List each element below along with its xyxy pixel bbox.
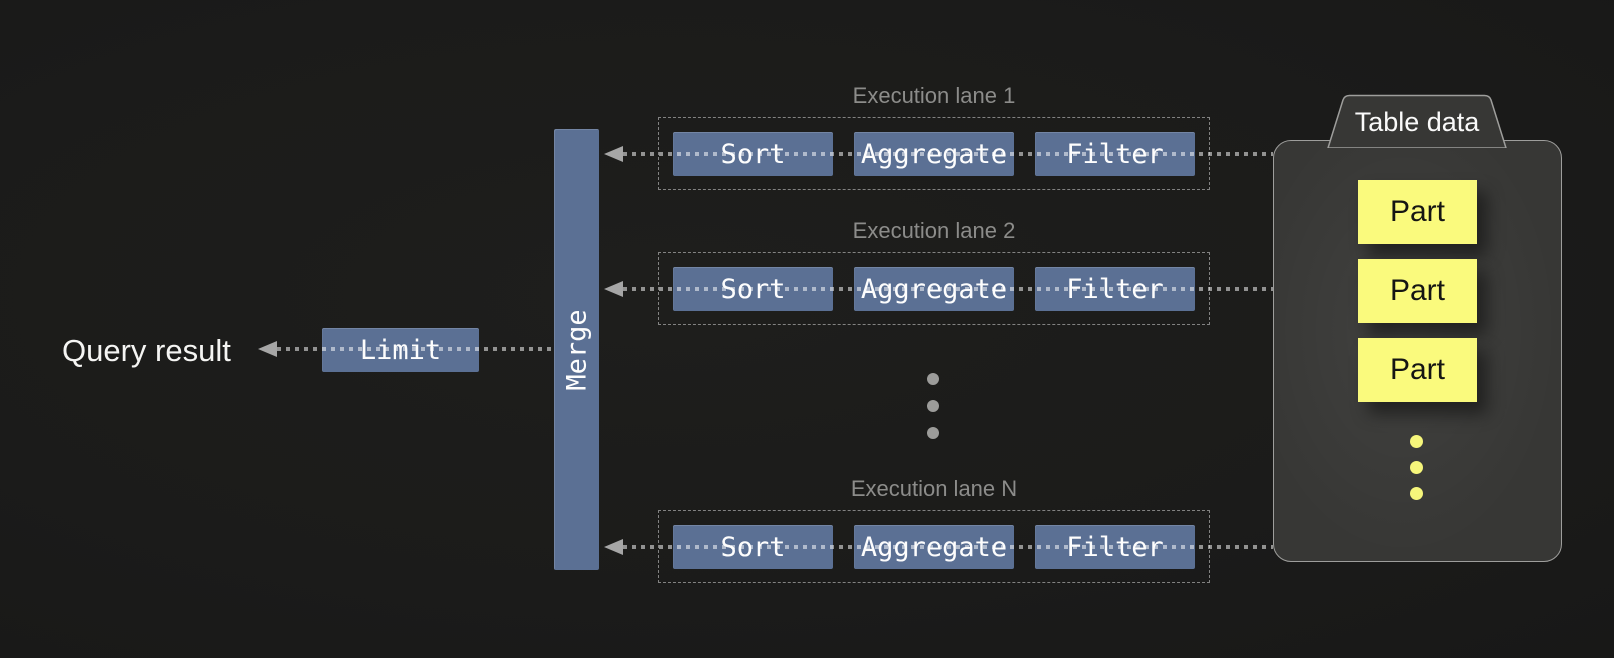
part-block: Part	[1358, 180, 1477, 244]
ellipsis-dot	[927, 427, 939, 439]
part-block: Part	[1358, 259, 1477, 323]
more-parts-ellipsis	[1410, 435, 1423, 513]
ellipsis-dot	[927, 400, 939, 412]
ellipsis-dot	[1410, 487, 1423, 500]
merge-label: Merge	[561, 308, 592, 391]
lane-arrowhead-icon	[604, 539, 623, 555]
lane-title: Execution lane N	[850, 476, 1018, 501]
merge-operator-bar: Merge	[554, 129, 599, 570]
more-lanes-ellipsis	[927, 373, 939, 454]
lane-title: Execution lane 1	[852, 83, 1016, 108]
lane-dotted-connector	[623, 545, 1273, 549]
table-data-tab-shape	[1327, 94, 1507, 148]
lane-title: Execution lane 2	[852, 218, 1016, 243]
ellipsis-dot	[1410, 461, 1423, 474]
left-arrowhead-icon	[258, 341, 277, 357]
lane-arrowhead-icon	[604, 146, 623, 162]
table-data-title: Table data	[1354, 107, 1480, 137]
table-data-container: Part Part Part	[1273, 140, 1562, 562]
lane-dotted-connector	[623, 152, 1273, 156]
ellipsis-dot	[1410, 435, 1423, 448]
part-block: Part	[1358, 338, 1477, 402]
ellipsis-dot	[927, 373, 939, 385]
query-result-label: Query result	[62, 333, 231, 368]
limit-dotted-connector	[277, 347, 554, 351]
lane-dotted-connector	[623, 287, 1273, 291]
lane-arrowhead-icon	[604, 281, 623, 297]
